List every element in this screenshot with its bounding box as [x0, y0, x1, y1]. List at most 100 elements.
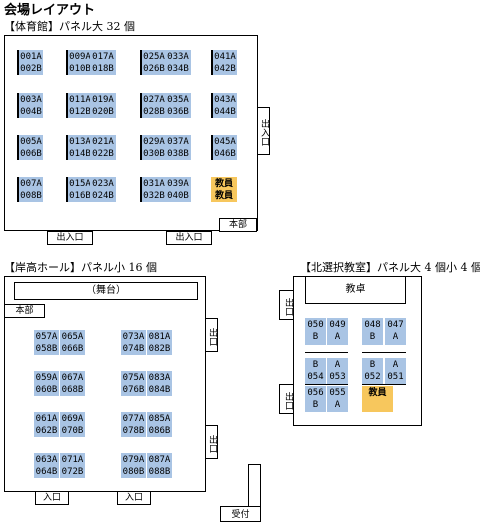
hall-stage: （舞台）: [14, 282, 198, 300]
classroom-panel-bottom-label: 054: [307, 372, 324, 382]
gym-panel: 045A 046B: [211, 135, 237, 160]
hall-panel-bottom-label: 068B: [61, 385, 84, 395]
gym-panel-top-label: 019A: [92, 95, 114, 105]
classroom-panel-bottom-label: A: [334, 332, 341, 342]
hall-exit-top[interactable]: 出口: [205, 318, 218, 352]
gym-panel-top-label: 011A: [69, 95, 91, 105]
classroom-divider: [362, 352, 406, 353]
gym-door-bottom-left[interactable]: 出入口: [47, 231, 93, 245]
gym-panel-top-label: 009A: [69, 52, 91, 62]
classroom-panel-top-label: 047: [387, 320, 404, 330]
classroom-exit-bottom[interactable]: 出口: [279, 384, 294, 414]
classroom-panel-bottom-label: 052: [364, 372, 381, 382]
classroom-panel-top-label: 050: [307, 320, 324, 330]
gym-panel-top-label: 017A: [92, 52, 114, 62]
gym-panel-top-label: 041A: [214, 52, 236, 62]
hall-panel: 071A 072B: [60, 453, 85, 478]
hall-panel-bottom-label: 066B: [61, 344, 84, 354]
gym-panel: 017A 018B: [90, 50, 116, 75]
hall-panel: 075A 076B: [121, 371, 146, 396]
gym-panel-bottom-label: 044B: [214, 107, 236, 117]
gym-panel-top-label: 003A: [20, 95, 42, 105]
gym-door-right[interactable]: 出入口: [257, 107, 270, 155]
hall-entrance-left[interactable]: 入口: [35, 491, 69, 505]
classroom-panel-top-label: 048: [364, 320, 381, 330]
gym-panel-bottom-label: 046B: [214, 149, 236, 159]
hall-panel: 081A 082B: [147, 330, 172, 355]
hall-panel-top-label: 087A: [148, 455, 171, 465]
hall-panel-top-label: 063A: [35, 455, 58, 465]
hall-panel-top-label: 067A: [61, 373, 84, 383]
gym-panel-bottom-label: 022B: [92, 149, 114, 159]
gym-panel-top-label: 043A: [214, 95, 236, 105]
gym-panel-bottom-label: 002B: [20, 64, 42, 74]
hall-panel-top-label: 085A: [148, 414, 171, 424]
gym-panel: 043A 044B: [211, 93, 237, 118]
gym-panel-top-label: 013A: [69, 137, 91, 147]
hall-panel-bottom-label: 074B: [122, 344, 145, 354]
gym-panel-bottom-label: 020B: [92, 107, 114, 117]
gym-panel-bottom-label: 040B: [167, 191, 189, 201]
classroom-panel-bottom-label: 051: [387, 372, 404, 382]
hall-honbu: 本部: [4, 304, 45, 318]
gym-panel-bottom-label: 026B: [143, 64, 165, 74]
reception-wall: [248, 464, 249, 506]
hall-panel-bottom-label: 064B: [35, 467, 58, 477]
gym-panel-top-label: 045A: [214, 137, 236, 147]
gym-panel: 031A 032B: [140, 177, 166, 202]
classroom-panel-top-label: A: [334, 360, 341, 370]
hall-panel-bottom-label: 070B: [61, 426, 84, 436]
gym-panel-top-label: 001A: [20, 52, 42, 62]
classroom-panel-bottom-label: 053: [329, 372, 346, 382]
classroom-panel-top-label: 049: [329, 320, 346, 330]
gym-panel-bottom-label: 032B: [143, 191, 165, 201]
classroom-panel-top-label: A: [392, 360, 399, 370]
hall-entrance-right[interactable]: 入口: [117, 491, 151, 505]
gym-panel-top-label: 025A: [143, 52, 165, 62]
hall-heading: 【岸高ホール】パネル小 16 個: [4, 261, 157, 274]
gym-door-bottom-right[interactable]: 出入口: [166, 231, 212, 245]
hall-panel-bottom-label: 076B: [122, 385, 145, 395]
gym-panel: 019A 020B: [90, 93, 116, 118]
hall-exit-bottom[interactable]: 出口: [205, 425, 218, 459]
hall-panel-top-label: 071A: [61, 455, 84, 465]
gym-panel-top-label: 031A: [143, 179, 165, 189]
gym-panel-bottom-label: 034B: [167, 64, 189, 74]
gym-panel-top-label: 037A: [167, 137, 189, 147]
classroom-panel: A 053: [327, 358, 348, 385]
hall-panel-bottom-label: 082B: [148, 344, 171, 354]
classroom-podium: 教卓: [305, 276, 406, 304]
gym-honbu: 本部: [219, 218, 257, 232]
gym-panel-bottom-label: 018B: [92, 64, 114, 74]
gym-panel-top-label: 029A: [143, 137, 165, 147]
hall-panel-top-label: 081A: [148, 332, 171, 342]
classroom-panel-top-label: B: [312, 360, 319, 370]
hall-panel-bottom-label: 072B: [61, 467, 84, 477]
gym-panel-top-label: 033A: [167, 52, 189, 62]
page-title: 会場レイアウト: [4, 3, 96, 18]
classroom-exit-top[interactable]: 出口: [279, 290, 294, 320]
gym-panel-bottom-label: 028B: [143, 107, 165, 117]
gym-panel-bottom-label: 004B: [20, 107, 42, 117]
hall-panel-top-label: 075A: [122, 373, 145, 383]
gym-panel-top-label: 007A: [20, 179, 42, 189]
classroom-panel-top-label: 056: [307, 388, 324, 398]
